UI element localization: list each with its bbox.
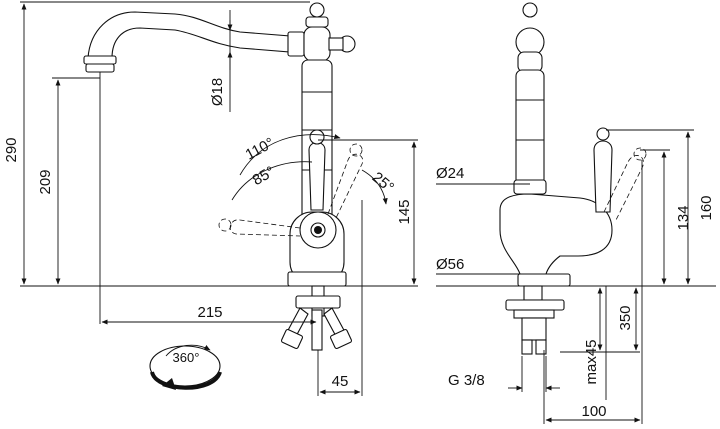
dim-lever-height: 145	[396, 199, 413, 224]
dim-rotation: 360°	[173, 350, 200, 365]
dim-overall-height: 290	[3, 137, 20, 162]
lever-handle-side	[229, 219, 301, 237]
dim-lever-angle-110: 110°	[243, 134, 277, 163]
side-body-column	[515, 69, 545, 191]
side-view: Ø24 Ø56 160 134 350 max45 G 3/8 100	[436, 2, 716, 424]
dim-thread: G 3/8	[448, 372, 485, 389]
lever-pivot	[314, 226, 322, 234]
dim-max-thickness: max45	[583, 339, 600, 384]
side-shank	[523, 285, 543, 301]
dim-base-offset: 45	[332, 373, 349, 390]
side-lever-handle	[593, 140, 613, 213]
dim-lever-base-height: 134	[675, 205, 692, 230]
dim-lever-top-height: 160	[698, 195, 715, 220]
dim-base-diameter: Ø56	[436, 256, 464, 273]
dim-lever-angle-25: 25°	[369, 169, 397, 197]
dim-spout-reach: 215	[197, 304, 222, 321]
top-finial	[309, 2, 325, 18]
spout-outlet	[83, 55, 117, 65]
spout	[87, 11, 291, 59]
rotation-symbol	[149, 344, 222, 390]
dim-spout-height: 209	[37, 169, 54, 194]
dim-lever-reach: 100	[581, 403, 606, 420]
lever-handle-tilt	[327, 153, 364, 219]
dim-body-diameter: Ø24	[436, 165, 464, 182]
side-body-base	[499, 193, 613, 275]
dim-spout-diameter: Ø18	[209, 78, 226, 106]
lever-handle-vertical	[308, 141, 326, 211]
front-view: 290 209 Ø18 110° 85° 25° 145 215 45 360°	[3, 1, 418, 396]
dim-shank-length: 350	[617, 305, 634, 330]
